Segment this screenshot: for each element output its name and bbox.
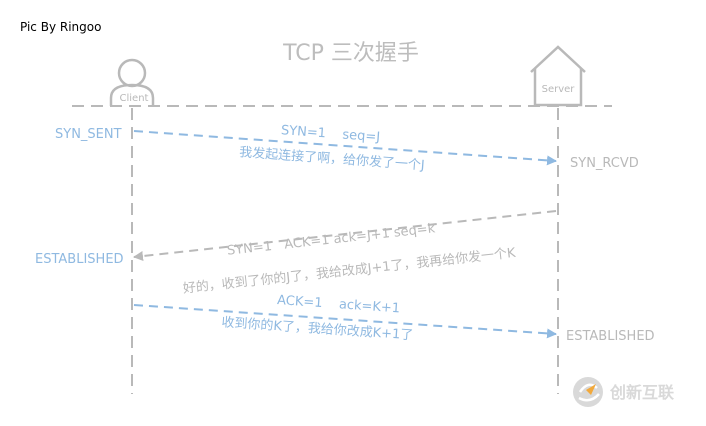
ack-message-note: 收到你的K了，我给你改成K+1了 bbox=[221, 314, 414, 343]
server-state-syn-rcvd: SYN_RCVD bbox=[570, 156, 639, 171]
client-person-icon bbox=[109, 58, 155, 106]
client-state-syn-sent: SYN_SENT bbox=[55, 127, 122, 142]
syn-message-note: 我发起连接了啊，给你发了一个J bbox=[239, 144, 426, 173]
diagram-title: TCP 三次握手 bbox=[282, 41, 419, 66]
server-state-established: ESTABLISHED bbox=[566, 329, 655, 344]
client-label: Client bbox=[120, 93, 149, 104]
credit-text: Pic By Ringoo bbox=[20, 20, 101, 34]
syn-ack-message-label: SYN=1 ACK=1 ack=J+1 seq=k bbox=[226, 221, 436, 259]
ack-arrow bbox=[133, 304, 557, 339]
server-house-icon bbox=[530, 45, 586, 107]
watermark-text: 创新互联 bbox=[609, 383, 674, 402]
syn-ack-arrow bbox=[133, 210, 557, 261]
server-label: Server bbox=[542, 84, 576, 95]
syn-arrow bbox=[133, 130, 557, 166]
ack-message-label: ACK=1 ack=K+1 bbox=[277, 293, 401, 316]
client-state-established: ESTABLISHED bbox=[35, 252, 124, 267]
watermark-logo: 创新互联 bbox=[573, 377, 674, 407]
syn-message-label: SYN=1 seq=J bbox=[280, 123, 380, 145]
